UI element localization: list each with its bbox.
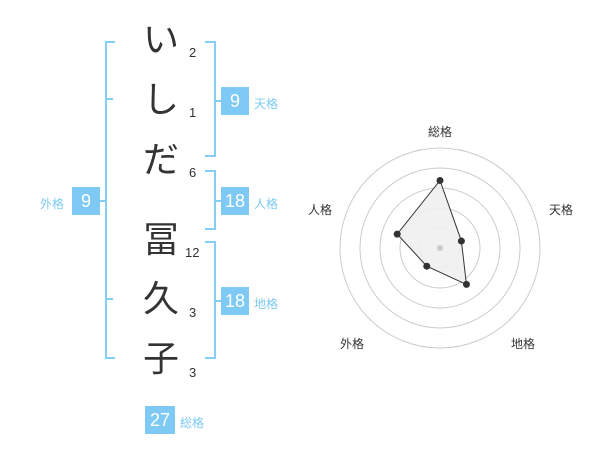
stroke-count-4: 12: [185, 245, 200, 260]
stroke-count-6: 3: [189, 365, 197, 380]
jinkaku-value: 18: [221, 187, 249, 215]
jinkaku-bracket-top: [205, 170, 216, 172]
radar-ring: [359, 167, 521, 329]
chikaku-bracket-bottom: [205, 357, 216, 359]
gaikaku-bracket-bottom: [105, 357, 115, 359]
tenkaku-bracket-top: [205, 41, 216, 43]
tenkaku-connector: [214, 100, 222, 102]
jinkaku-connector: [214, 200, 222, 202]
radar-point-3: [462, 280, 470, 288]
radar-point-4: [423, 262, 431, 270]
axis-label-chikaku: 地格: [511, 337, 536, 351]
tenkaku-bracket-bottom: [205, 155, 216, 157]
gaikaku-value: 9: [72, 187, 100, 215]
stroke-count-2: 1: [189, 105, 197, 120]
name-char-5: 久: [142, 279, 179, 320]
stroke-count-1: 2: [189, 45, 197, 60]
name-char-4: 冨: [142, 220, 179, 261]
jinkaku-label: 人格: [254, 197, 279, 211]
jinkaku-bracket-bottom: [205, 228, 216, 230]
name-char-3: だ: [142, 140, 179, 181]
stroke-count-5: 3: [189, 305, 197, 320]
chikaku-connector: [214, 300, 222, 302]
name-char-2: し: [142, 80, 179, 121]
radar-polygon: [396, 179, 468, 286]
axis-label-gaikaku: 外格: [340, 337, 365, 351]
radar-point-5: [393, 230, 401, 238]
name-char-6: 子: [142, 339, 179, 380]
chikaku-bracket-top: [205, 241, 216, 243]
radar-points: [393, 177, 470, 288]
axis-label-soukaku: 総格: [428, 125, 453, 139]
gaikaku-label: 外格: [40, 197, 65, 211]
gaikaku-bracket-top: [105, 41, 115, 43]
soukaku-value: 27: [145, 406, 175, 434]
chikaku-value: 18: [221, 287, 249, 315]
tenkaku-value: 9: [221, 87, 249, 115]
stroke-count-3: 6: [189, 165, 197, 180]
gaikaku-connector: [99, 200, 107, 202]
soukaku-label: 総格: [180, 416, 205, 430]
name-char-1: い: [142, 20, 179, 61]
axis-label-tenkaku: 天格: [549, 203, 574, 217]
tenkaku-bracket-vertical: [214, 41, 216, 157]
radar-point-1: [436, 177, 444, 184]
radar-center: [437, 245, 443, 251]
chikaku-label: 地格: [254, 297, 279, 311]
axis-label-jinkaku: 人格: [308, 203, 333, 217]
radar-ring: [339, 147, 541, 349]
gaikaku-tick-2: [105, 98, 113, 100]
gaikaku-tick-5: [105, 298, 113, 300]
tenkaku-label: 天格: [254, 97, 279, 111]
radar-point-2: [457, 237, 465, 245]
